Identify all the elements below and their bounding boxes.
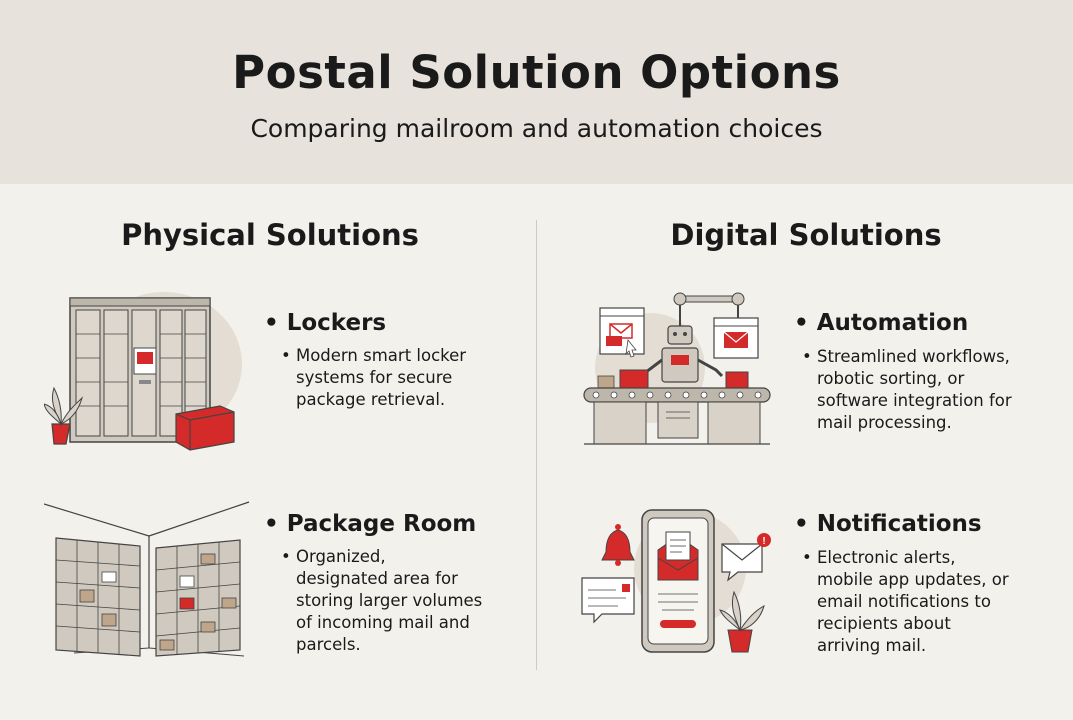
header-banner: Postal Solution Options Comparing mailro…	[0, 0, 1073, 184]
package-room-desc-line: designated area for	[296, 569, 458, 588]
package-room-desc-line: of incoming mail and	[296, 613, 470, 632]
notifications-title: • Notifications	[794, 511, 982, 537]
digital-heading: Digital Solutions	[670, 218, 942, 252]
mobile-notification-icon: !	[581, 509, 771, 653]
lockers-desc-line: package retrieval.	[296, 390, 446, 409]
notifications-desc-line: recipients about	[817, 614, 951, 633]
automation-desc-line: software integration for	[817, 391, 1012, 410]
svg-text:!: !	[762, 536, 765, 547]
automation-title: • Automation	[794, 310, 969, 336]
physical-heading: Physical Solutions	[121, 218, 419, 252]
page-title: Postal Solution Options	[232, 46, 841, 99]
notifications-desc-line: arriving mail.	[817, 636, 927, 655]
lockers-desc-line: systems for secure	[296, 368, 453, 387]
package-room-icon	[44, 501, 250, 657]
automation-description: • Streamlined workflows, robotic sorting…	[802, 346, 1012, 434]
lockers-title: • Lockers	[264, 310, 387, 336]
notifications-desc-line: mobile app updates, or	[817, 570, 1009, 589]
lockers-description: • Modern smart locker systems for secure…	[281, 345, 466, 411]
column-divider	[536, 220, 537, 670]
package-room-title: • Package Room	[264, 511, 477, 537]
package-room-desc-line: parcels.	[296, 635, 361, 654]
package-room-description: • Organized, designated area for storing…	[281, 546, 482, 656]
notifications-desc-line: • Electronic alerts,	[802, 548, 956, 567]
page-subtitle: Comparing mailroom and automation choice…	[250, 114, 823, 143]
lockers-desc-line: • Modern smart locker	[281, 346, 467, 365]
package-room-desc-line: • Organized,	[281, 547, 386, 566]
automation-desc-line: mail processing.	[817, 413, 952, 432]
notifications-desc-line: email notifications to	[817, 592, 991, 611]
automation-desc-line: robotic sorting, or	[817, 369, 965, 388]
automation-desc-line: • Streamlined workflows,	[802, 347, 1010, 366]
smart-locker-icon	[44, 292, 242, 451]
notifications-description: • Electronic alerts, mobile app updates,…	[802, 547, 1009, 657]
package-room-desc-line: storing larger volumes	[296, 591, 483, 610]
sorting-robot-icon	[583, 292, 771, 445]
